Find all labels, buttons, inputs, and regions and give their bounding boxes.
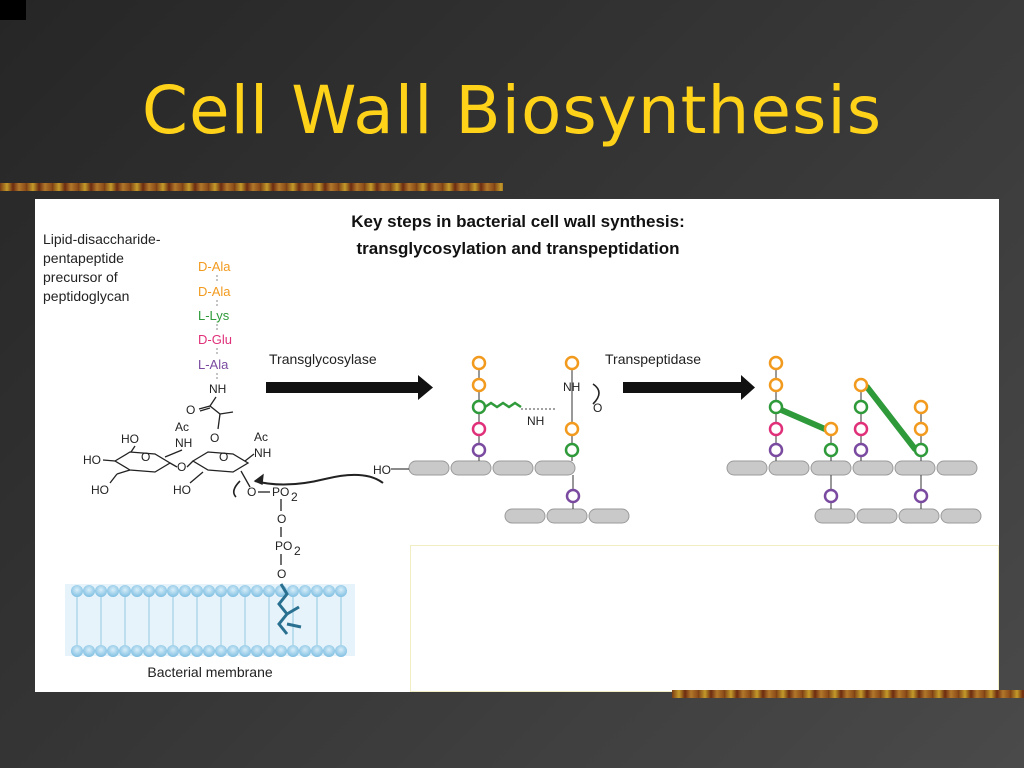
aa-label-d-glu: D-Glu — [198, 332, 232, 347]
lysine-side-chain — [484, 401, 522, 409]
precursor-label-4: peptidoglycan — [43, 288, 129, 304]
transglycosylase-arrow — [266, 375, 433, 400]
aa-label-d-ala-1: D-Ala — [198, 259, 231, 274]
enzyme-label-transpeptidase: Transpeptidase — [605, 351, 701, 367]
chem-ho-3: HO — [91, 483, 109, 497]
figure-title-line2: transglycosylation and transpeptidation — [356, 239, 679, 258]
transpeptidase-arrow — [623, 375, 755, 400]
decorative-divider-bottom — [672, 690, 1024, 698]
chain-ho-label: HO — [373, 463, 391, 477]
peptide-stems-right — [775, 365, 922, 509]
chem-o-phos: O — [247, 485, 256, 499]
chem-ho-4: HO — [173, 483, 191, 497]
amino-acid-beads-middle — [471, 355, 581, 504]
chem-o-ring2: O — [219, 450, 228, 464]
precursor-structure: NH O O O O O HO HO HO Ac — [83, 382, 384, 581]
pathway-diagram: Key steps in bacterial cell wall synthes… — [43, 212, 982, 680]
chem-o-p1: O — [277, 512, 286, 526]
membrane-label: Bacterial membrane — [147, 664, 272, 680]
bacterial-membrane — [65, 583, 355, 657]
react-o: O — [593, 401, 602, 415]
chem-po2-2: PO — [275, 539, 292, 553]
chem-po2-1: PO — [272, 485, 289, 499]
decorative-divider-top — [0, 183, 503, 191]
chem-ho-1: HO — [121, 432, 139, 446]
chem-nh-top: NH — [209, 382, 226, 396]
chem-o-link: O — [177, 460, 186, 474]
chem-o-carbonyl: O — [186, 403, 195, 417]
chem-ac-1: Ac — [175, 420, 189, 434]
chem-po2-1-sub: 2 — [291, 490, 298, 504]
chem-ac-2: Ac — [254, 430, 268, 444]
slide-title: Cell Wall Biosynthesis — [141, 72, 883, 149]
chem-ho-2: HO — [83, 453, 101, 467]
enzyme-label-transglycosylase: Transglycosylase — [269, 351, 377, 367]
aa-label-d-ala-2: D-Ala — [198, 284, 231, 299]
chem-po2-2-sub: 2 — [294, 544, 301, 558]
precursor-label-2: pentapeptide — [43, 250, 124, 266]
amino-acid-beads-right — [768, 355, 929, 504]
figure-panel: Key steps in bacterial cell wall synthes… — [35, 199, 999, 692]
aa-label-l-lys: L-Lys — [198, 308, 230, 323]
empty-content-box — [410, 545, 999, 692]
glycan-chains — [408, 460, 982, 524]
react-nh: NH — [563, 380, 580, 394]
chem-o-bridge: O — [210, 431, 219, 445]
chem-nh-1: NH — [175, 436, 192, 450]
chem-o-ring1: O — [141, 450, 150, 464]
precursor-label-1: Lipid-disaccharide- — [43, 231, 161, 247]
crosslinks — [776, 384, 918, 452]
figure-title-line1: Key steps in bacterial cell wall synthes… — [351, 212, 685, 231]
aa-label-l-ala: L-Ala — [198, 357, 229, 372]
chem-o-p2: O — [277, 567, 286, 581]
corner-mark — [0, 0, 26, 20]
react-nh2: NH — [527, 414, 544, 428]
precursor-label-3: precursor of — [43, 269, 118, 285]
chem-nh-2: NH — [254, 446, 271, 460]
peptide-stems-middle — [478, 365, 574, 509]
